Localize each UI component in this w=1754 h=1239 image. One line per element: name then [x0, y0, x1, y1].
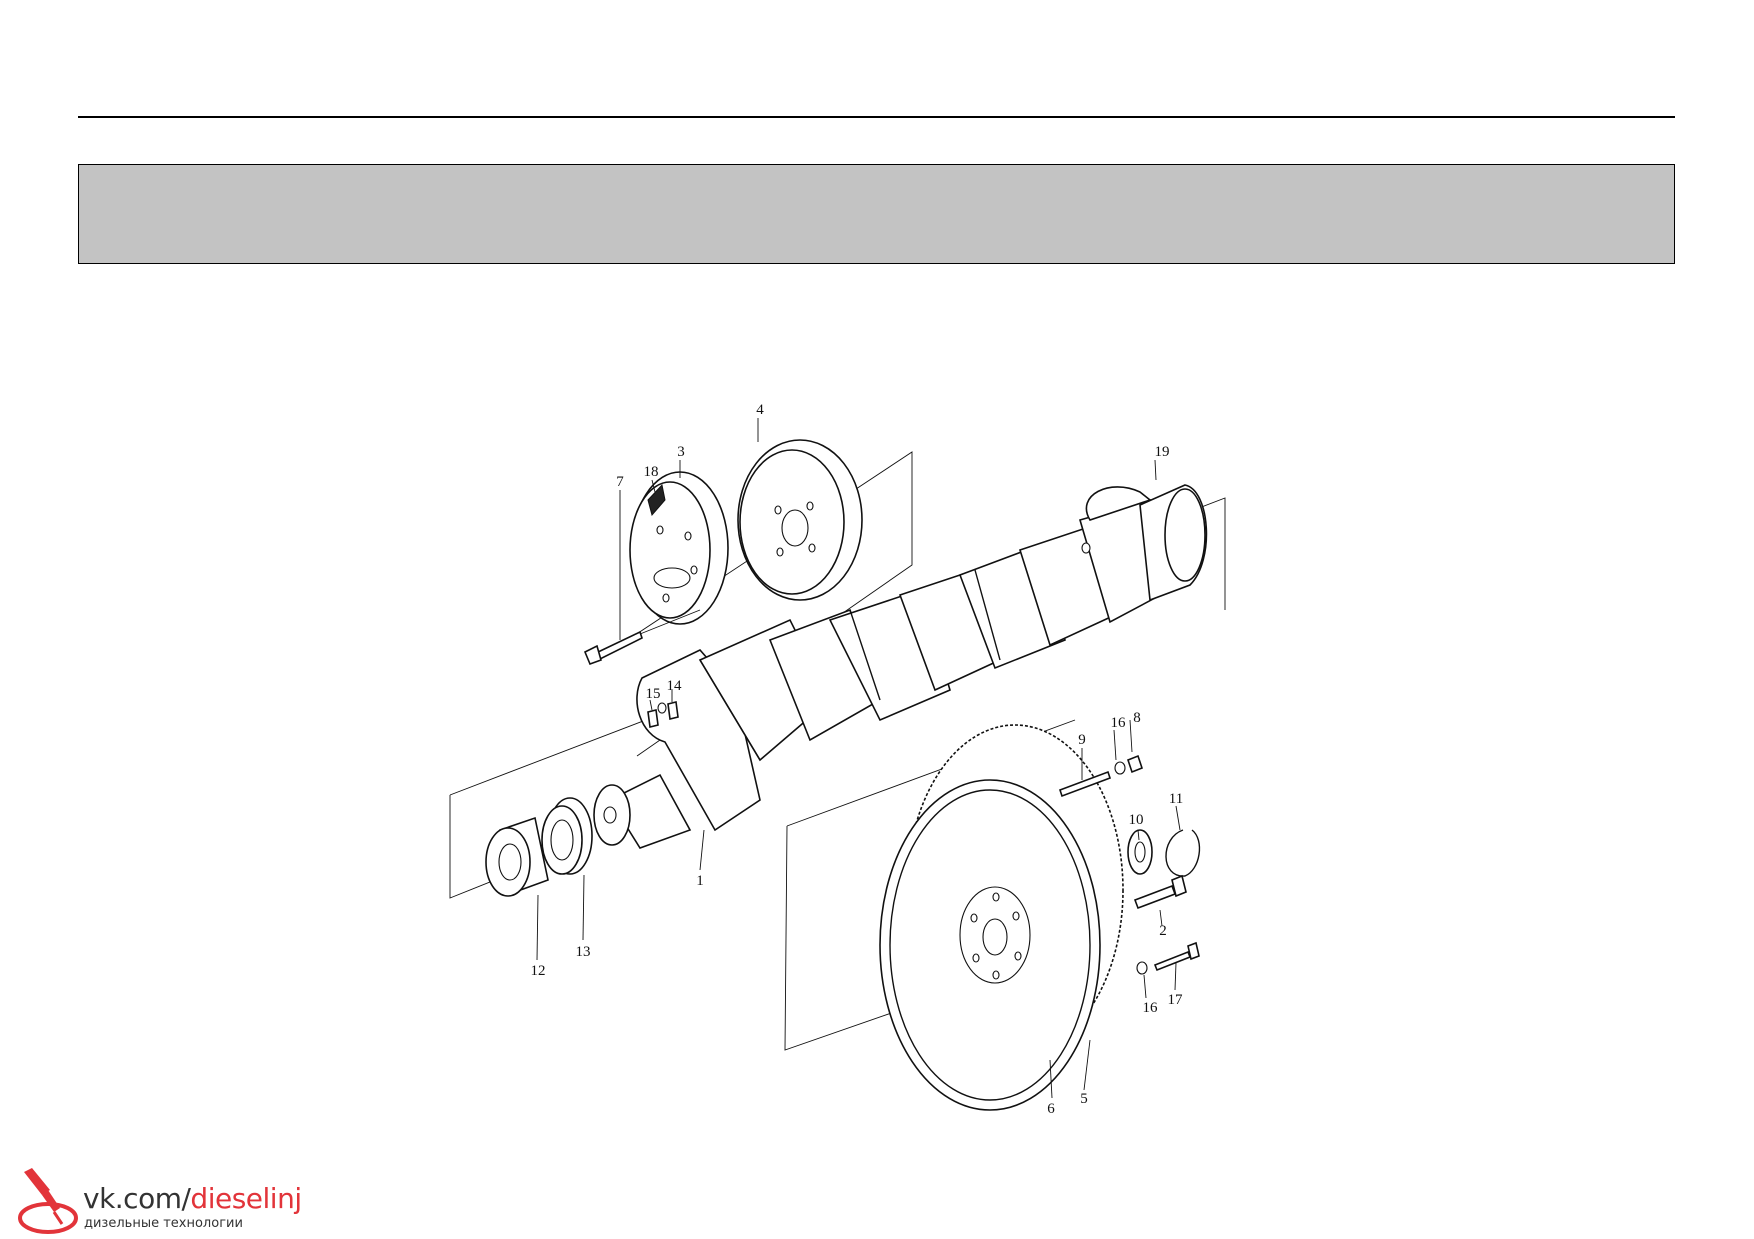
callout-17: 17 — [1168, 992, 1184, 1008]
callout-9: 9 — [1078, 732, 1086, 748]
callout-2: 2 — [1159, 923, 1167, 939]
watermark-url-accent: dieselinj — [190, 1182, 302, 1215]
callout-14: 14 — [667, 678, 683, 694]
bearing — [1127, 829, 1153, 875]
callout-16-top: 16 — [1111, 715, 1127, 731]
callout-15: 15 — [646, 686, 661, 702]
callout-19: 19 — [1155, 444, 1170, 460]
callout-6: 6 — [1047, 1101, 1055, 1117]
watermark-subtitle: дизельные технологии — [84, 1216, 243, 1231]
callout-11: 11 — [1169, 791, 1183, 807]
crankshaft — [593, 484, 1208, 849]
callout-1: 1 — [696, 873, 704, 889]
dowel-pins — [647, 701, 679, 728]
pulley — [629, 471, 729, 625]
stud — [1058, 770, 1112, 798]
watermark-url-prefix: vk.com/ — [83, 1182, 191, 1215]
dieselinj-logo-icon — [18, 1168, 78, 1234]
callout-16-bottom: 16 — [1143, 1000, 1159, 1016]
callout-4: 4 — [756, 402, 764, 418]
stud-washer — [1114, 761, 1126, 775]
header-banner — [78, 164, 1675, 264]
callout-3: 3 — [677, 444, 685, 460]
long-bolt — [1153, 941, 1200, 972]
damper-disc — [737, 439, 863, 601]
header-rule — [78, 116, 1675, 118]
callout-5: 5 — [1080, 1091, 1088, 1107]
flywheel-bolt — [1133, 874, 1187, 910]
callout-8: 8 — [1133, 710, 1141, 726]
callout-12: 12 — [531, 963, 546, 979]
callout-13: 13 — [576, 944, 591, 960]
flywheel — [879, 724, 1124, 1111]
leader-lines — [536, 418, 1181, 1099]
pulley-bolt — [583, 609, 701, 666]
callout-10: 10 — [1129, 812, 1144, 828]
bolt-washer — [1136, 961, 1148, 975]
crank-gear — [541, 797, 593, 875]
watermark-url: vk.com/dieselinj — [83, 1182, 302, 1215]
circlip — [1165, 829, 1201, 877]
sleeve — [485, 816, 549, 897]
callout-18: 18 — [644, 464, 659, 480]
callout-7: 7 — [616, 474, 624, 490]
stud-nut — [1127, 754, 1143, 774]
